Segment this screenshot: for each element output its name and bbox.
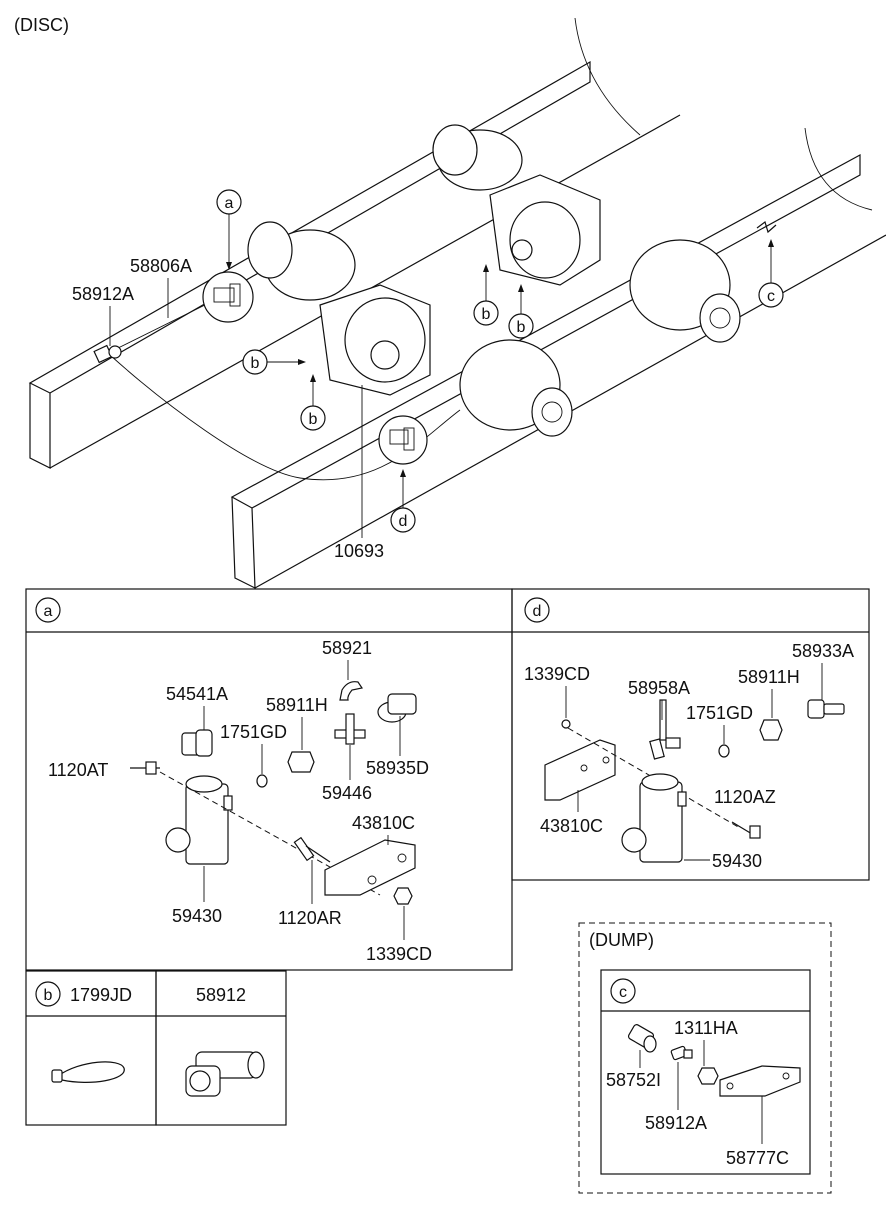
dump-title: (DUMP) (589, 930, 654, 950)
detail-box-a: a (25, 588, 513, 971)
callout-b-2: b (300, 374, 326, 431)
part-label-10693: 10693 (334, 541, 384, 561)
svg-text:b: b (251, 355, 260, 372)
part-label-1120AZ: 1120AZ (714, 787, 776, 807)
part-label-59446: 59446 (322, 783, 372, 803)
part-label-58912A: 58912A (72, 284, 134, 304)
svg-text:b: b (309, 411, 318, 428)
part-label-1751GD: 1751GD (220, 722, 287, 742)
part-label-43810C-d: 43810C (540, 816, 603, 836)
svg-text:b: b (517, 319, 526, 336)
svg-text:a: a (44, 603, 53, 620)
svg-text:c: c (767, 288, 775, 305)
detail-box-b: b 1799JD (25, 970, 157, 1126)
part-label-1120AT: 1120AT (48, 760, 108, 780)
part-label-58933A: 58933A (792, 641, 854, 661)
svg-text:b: b (44, 987, 53, 1004)
svg-text:c: c (619, 984, 627, 1001)
callout-a: a (216, 189, 242, 270)
part-label-58806A: 58806A (130, 256, 192, 276)
part-label-1311HA: 1311HA (674, 1018, 738, 1038)
callout-b-4: b (508, 284, 534, 339)
part-label-58912A-dump: 58912A (645, 1113, 707, 1133)
detail-box-d: d 1339CD 58958A (511, 588, 870, 881)
callout-d: d (390, 469, 416, 533)
part-label-58935D: 58935D (366, 758, 429, 778)
dump-section: (DUMP) c 1311HA 58752I 58912A 58777C (578, 922, 832, 1194)
callout-b-1: b (242, 349, 306, 375)
svg-text:b: b (482, 306, 491, 323)
svg-text:d: d (399, 513, 408, 530)
part-label-54541A: 54541A (166, 684, 228, 704)
detail-box-58912: 58912 (155, 970, 287, 1126)
rear-axle-front (432, 124, 741, 343)
part-label-59430-d: 59430 (712, 851, 762, 871)
part-label-58958A: 58958A (628, 678, 690, 698)
part-label-58911H: 58911H (266, 695, 328, 715)
callout-b-3: b (473, 264, 499, 326)
page-title: (DISC) (14, 15, 69, 35)
valve-location-a (202, 271, 254, 323)
part-label-1339CD-d: 1339CD (524, 664, 590, 684)
rear-axle-rear (247, 221, 573, 437)
chassis-frame (28, 17, 886, 589)
svg-text:a: a (225, 195, 234, 212)
connector-58912A-overview (93, 344, 122, 364)
part-label-1751GD-d: 1751GD (686, 703, 753, 723)
part-label-58752I: 58752I (606, 1070, 661, 1090)
part-label-58911H-d: 58911H (738, 667, 800, 687)
part-label-58921: 58921 (322, 638, 372, 658)
callout-c: c (756, 221, 784, 308)
part-label-58912: 58912 (196, 985, 246, 1005)
part-label-1799JD: 1799JD (70, 985, 132, 1005)
part-label-58777C: 58777C (726, 1148, 789, 1168)
svg-text:d: d (533, 603, 542, 620)
part-label-1120AR: 1120AR (278, 908, 342, 928)
valve-location-d (378, 415, 428, 465)
part-label-59430: 59430 (172, 906, 222, 926)
part-label-43810C: 43810C (352, 813, 415, 833)
part-label-1339CD: 1339CD (366, 944, 432, 964)
